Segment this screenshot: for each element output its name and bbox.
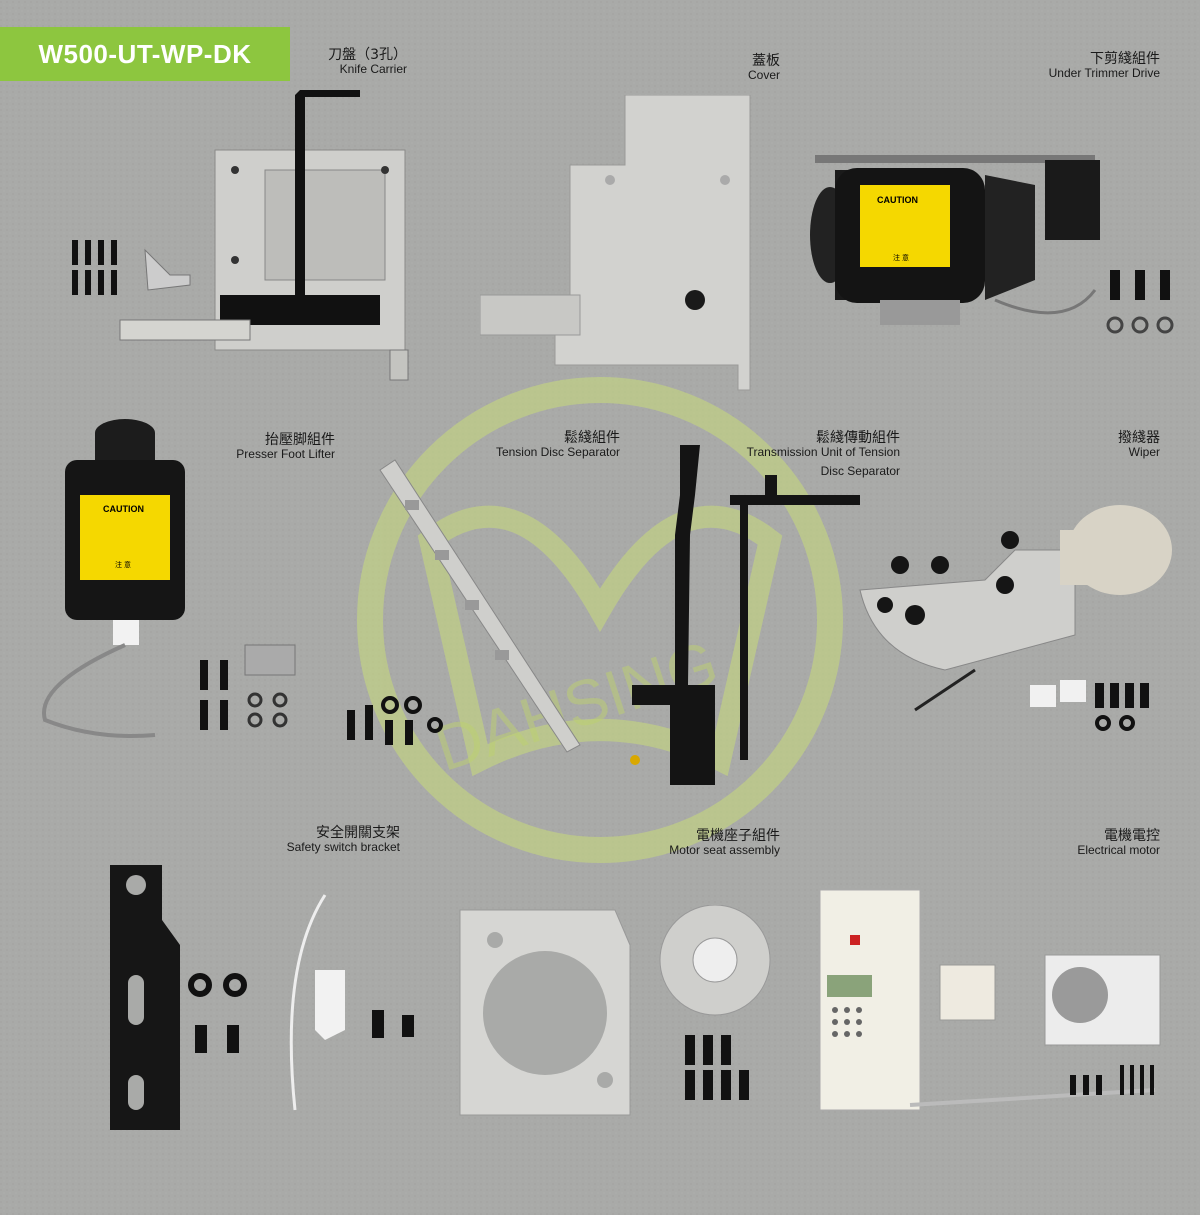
safety-switch-bracket-image — [110, 865, 414, 1130]
label-en: Tension Disc Separator — [495, 445, 620, 460]
caution-label — [80, 495, 170, 580]
label-zh: 抬壓脚組件 — [265, 432, 335, 448]
label-en: Cover — [747, 68, 780, 83]
caution-text: CAUTION — [877, 195, 918, 205]
label-zh: 安全開關支架 — [316, 825, 400, 841]
label-en: Electrical motor — [1077, 843, 1160, 858]
caution-zh: 注 意 — [115, 560, 131, 569]
label-cover: 蓋板 Cover — [748, 53, 780, 83]
label-zh: 電機座子組件 — [696, 828, 780, 844]
label-zh: 鬆綫組件 — [564, 430, 620, 446]
label-en: Transmission Unit of Tension — [746, 445, 900, 460]
tension-disc-separator-image — [347, 459, 581, 753]
label-en: Wiper — [1128, 445, 1160, 460]
presser-foot-lifter-image: CAUTION 注 意 — [42, 419, 296, 738]
label-transmission-unit: 鬆綫傳動組件 Transmission Unit of Tension Disc… — [747, 430, 900, 479]
label-safety-switch-bracket: 安全開關支架 Safety switch bracket — [287, 825, 400, 855]
watermark-logo — [357, 377, 843, 863]
label-zh: 電機電控 — [1104, 828, 1160, 844]
label-en: Knife Carrier — [339, 62, 407, 77]
label-electrical-motor: 電機電控 Electrical motor — [1077, 828, 1160, 858]
cover-image — [480, 95, 751, 391]
knife-carrier-image — [72, 90, 409, 381]
label-zh: 撥綫器 — [1118, 430, 1160, 446]
label-motor-seat-assembly: 電機座子組件 Motor seat assembly — [669, 828, 780, 858]
label-en: Presser Foot Lifter — [236, 447, 335, 462]
motor-seat-assembly-image — [459, 905, 771, 1116]
label-en-line2: Disc Separator — [820, 463, 900, 478]
electrical-motor-image — [819, 889, 1161, 1111]
label-zh: 下剪綫組件 — [1090, 51, 1160, 67]
label-wiper: 撥綫器 Wiper — [1118, 430, 1160, 460]
label-knife-carrier: 刀盤（3孔） Knife Carrier — [328, 47, 407, 77]
label-presser-foot-lifter: 抬壓脚組件 Presser Foot Lifter — [236, 432, 335, 462]
under-trimmer-drive-image: CAUTION 注 意 — [810, 155, 1174, 334]
label-en: Motor seat assembly — [669, 843, 780, 858]
caution-zh: 注 意 — [893, 253, 909, 262]
caution-label — [860, 185, 950, 267]
caution-text: CAUTION — [103, 504, 144, 514]
label-en: Safety switch bracket — [286, 840, 400, 855]
wiper-image — [859, 505, 1172, 731]
label-en: Under Trimmer Drive — [1048, 66, 1160, 81]
model-badge: W500-UT-WP-DK — [0, 27, 290, 81]
label-tension-disc-separator: 鬆綫組件 Tension Disc Separator — [496, 430, 620, 460]
transmission-unit-image — [630, 445, 860, 785]
label-zh: 刀盤（3孔） — [328, 47, 407, 63]
label-under-trimmer-drive: 下剪綫組件 Under Trimmer Drive — [1049, 51, 1160, 81]
power-switch-icon — [850, 935, 860, 945]
label-zh: 鬆綫傳動組件 — [816, 430, 900, 446]
label-zh: 蓋板 — [752, 53, 780, 69]
